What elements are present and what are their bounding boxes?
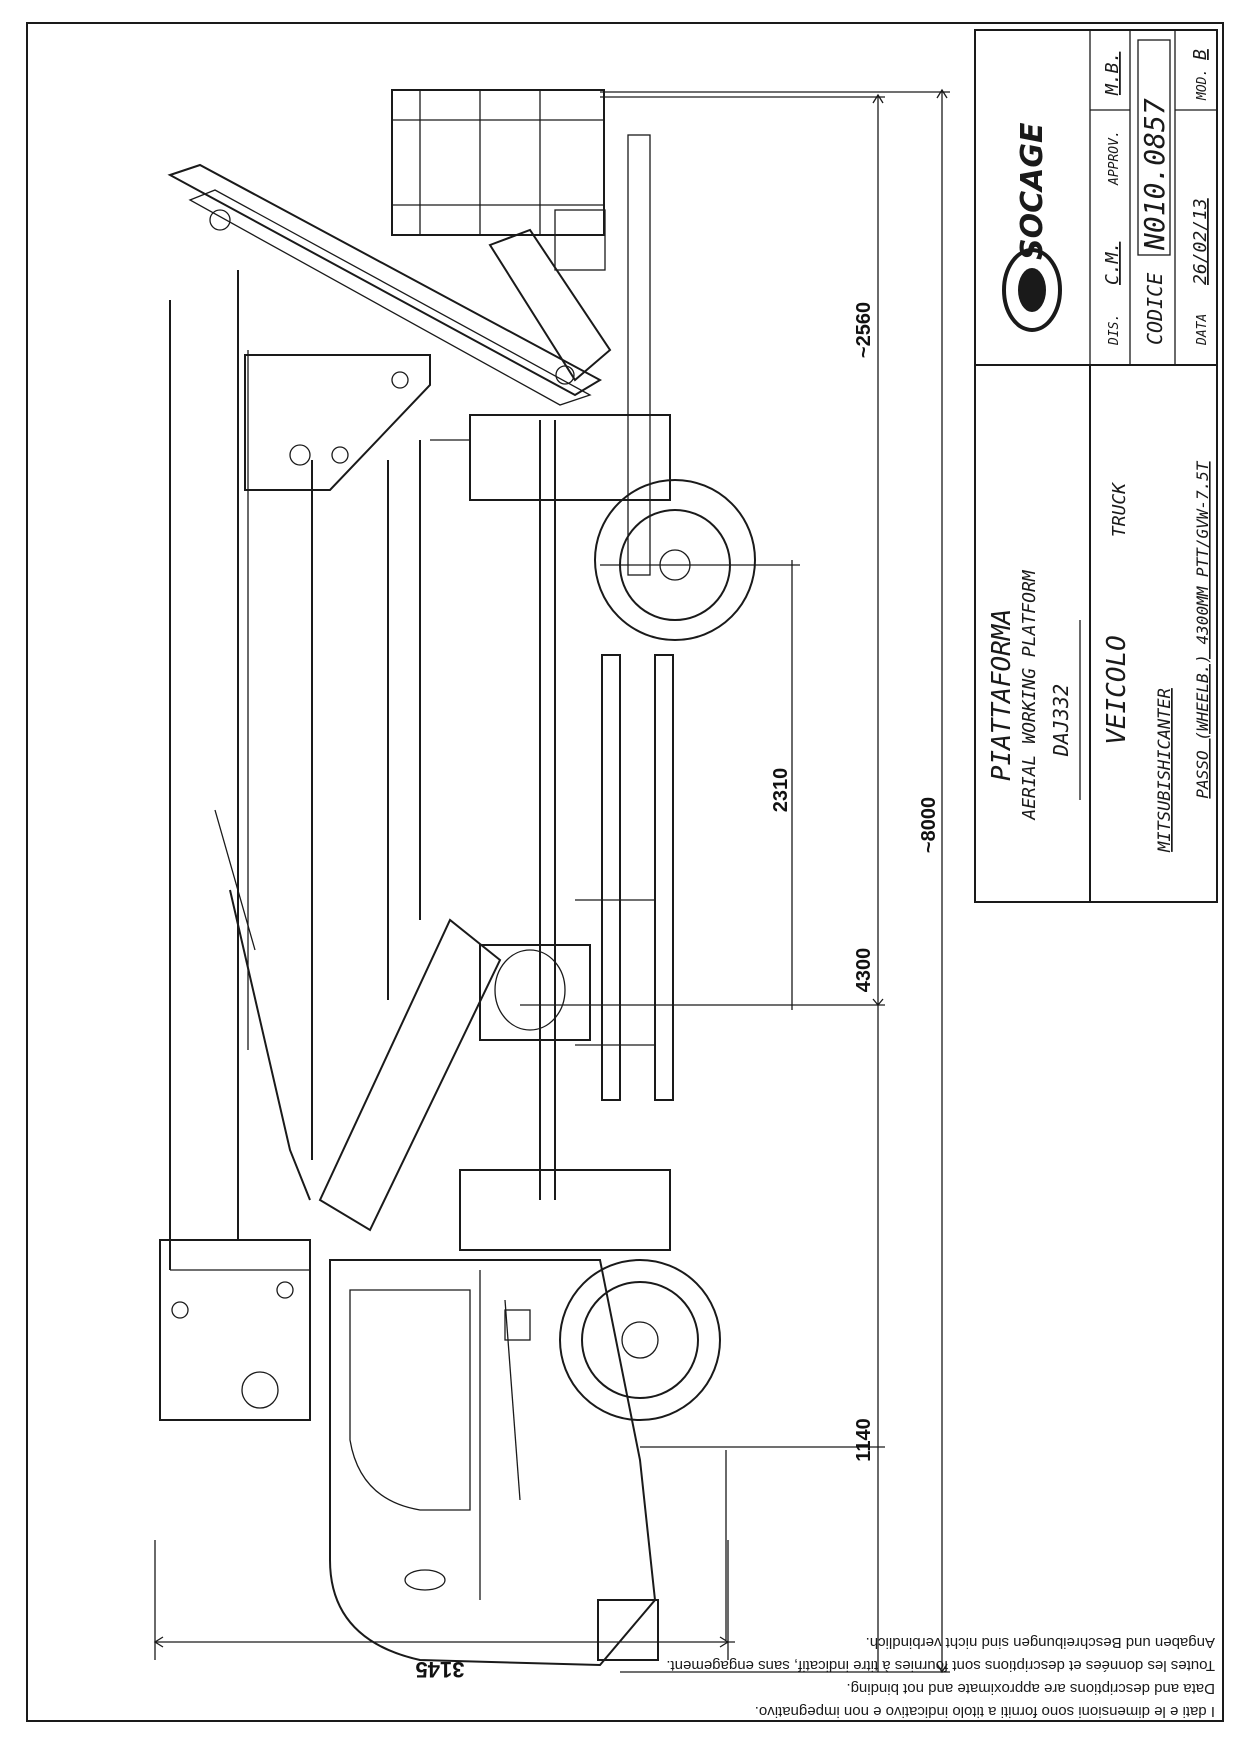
codice-value: N010.0857 (1138, 98, 1171, 251)
chassis (430, 134, 674, 1251)
mod-value: B (1190, 49, 1211, 60)
dim-front-overhang: 1140 (853, 1418, 875, 1461)
platform-basket (391, 89, 606, 271)
dim-rear-overhang: ~2560 (853, 302, 875, 358)
vehicle-make: MITSUBISHICANTER (1155, 688, 1175, 853)
data-label: DATA (1195, 314, 1210, 346)
disclaimer-de: Angaben und Beschreibungen sind nicht ve… (866, 1634, 1215, 1651)
truck-drawing (159, 89, 756, 1667)
dis-label: DIS. (1107, 314, 1122, 346)
disclaimer-en: Data and descriptions are approximate an… (846, 1680, 1215, 1697)
upper-boom (167, 163, 612, 406)
mod-label: MOD. (1195, 69, 1210, 101)
disclaimer-fr: Toutes les données et descriptions sont … (666, 1657, 1215, 1674)
wheelbase-line: PASSO (WHEELB.) 4300MM PTT/GVW-7.5T (1193, 460, 1212, 799)
platform-model: DAJ332 (1049, 684, 1073, 757)
dim-wheelbase: 4300 (853, 948, 875, 993)
disclaimer-it: I dati e le dimensioni sono forniti a ti… (755, 1703, 1215, 1720)
main-boom (159, 270, 431, 1421)
approv-value: M.B. (1102, 52, 1123, 96)
sheet-border (26, 22, 1224, 1722)
dimension-lines (153, 88, 950, 1674)
logo-text: SOCAGE (1015, 122, 1050, 260)
approv-label: APPROV. (1107, 130, 1122, 186)
socage-logo: SOCAGE (1002, 122, 1062, 332)
dim-overall-length: ~8000 (918, 797, 940, 853)
vehicle-en: TRUCK (1109, 482, 1130, 537)
truck-cab (329, 1259, 659, 1667)
dis-value: C.M. (1102, 242, 1123, 285)
vehicle-it: VEICOLO (1102, 635, 1132, 745)
data-value: 26/02/13 (1190, 198, 1211, 285)
platform-en: AERIAL WORKING PLATFORM (1019, 569, 1040, 820)
rear-wheel (594, 479, 756, 641)
front-wheel (559, 1259, 721, 1421)
codice-label: CODICE (1143, 273, 1167, 345)
disclaimer: I dati e le dimensioni sono forniti a ti… (666, 1634, 1215, 1720)
platform-it: PIATTAFORMA (987, 609, 1017, 781)
title-block (974, 29, 1218, 903)
dim-rear-axle-platform: 2310 (770, 768, 792, 813)
turret (318, 918, 591, 1232)
